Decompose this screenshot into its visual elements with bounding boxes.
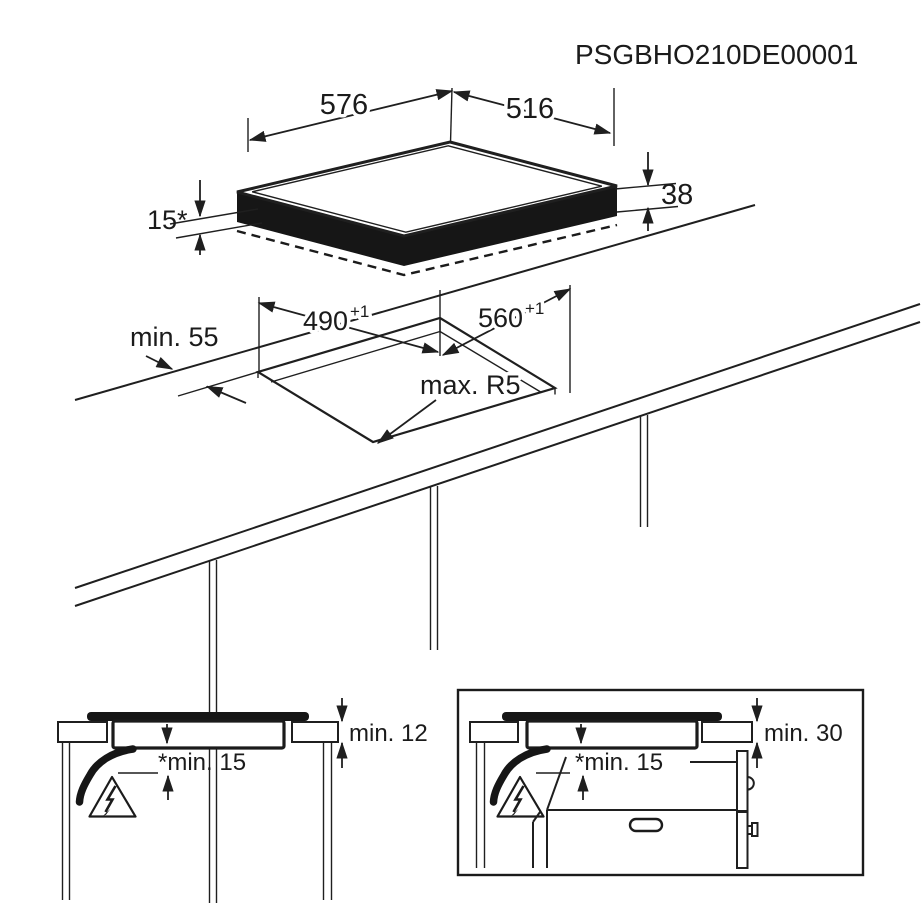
hob-glass-section (87, 712, 309, 721)
power-cable (489, 745, 551, 806)
worktop-right-block (701, 721, 753, 743)
dimension-hob-width: 576 (247, 86, 454, 152)
cut-width-tolerance: +1 (525, 299, 544, 318)
dimension-ventilation-clearance: *min. 15 (118, 749, 246, 800)
worktop-left-block (469, 721, 519, 743)
dimension-cut-depth: 490 +1 (257, 299, 440, 354)
worktop-right-block (291, 721, 339, 743)
cut-depth-tolerance: +1 (350, 302, 369, 321)
hob-glass-section (502, 712, 722, 721)
hob-body-section (525, 719, 699, 750)
hob-glass-inner-rim (252, 145, 602, 233)
edge-clearance-label: min. 55 (130, 322, 219, 352)
table-leg (322, 742, 333, 900)
power-cable (75, 745, 137, 806)
ventilation-clearance-label: *min. 15 (158, 749, 246, 776)
worktop-left-block (57, 721, 108, 743)
oven-handle (628, 817, 664, 833)
product-code: PSGBHO210DE00001 (575, 39, 858, 70)
high-voltage-warning-icon (88, 775, 137, 818)
oven-knob (751, 822, 759, 837)
dimension-edge-clearance: min. 55 (127, 319, 247, 404)
oven-drawing (532, 750, 759, 869)
worktop-leg (639, 415, 649, 527)
high-voltage-warning-icon (496, 775, 545, 818)
worktop-front-bottom-edge (74, 321, 921, 607)
hob-rim-height-label: 15* (147, 205, 188, 235)
hob-depth-label: 516 (506, 93, 554, 125)
hob-height-label: 38 (661, 179, 693, 211)
worktop-section-view: min. 12 *min. 15 (57, 698, 428, 900)
hob-body-right-face (404, 186, 617, 266)
hob-hidden-edge (236, 223, 618, 277)
hob-body-left-face (237, 192, 404, 266)
corner-radius-label: max. R5 (420, 370, 521, 400)
worktop-front-top-edge (74, 303, 921, 589)
worktop-leg (429, 486, 439, 650)
worktop-thickness-label: min. 12 (349, 720, 428, 747)
dimension-corner-radius: max. R5 (376, 367, 524, 444)
cut-depth-label: 490 (303, 306, 348, 336)
top-clearance-label: min. 30 (764, 720, 843, 747)
dimension-top-clearance: min. 30 (751, 698, 843, 768)
oven-side-panel (736, 750, 749, 812)
ventilation-clearance-label: *min. 15 (575, 749, 663, 776)
oven-hinge-bump (747, 776, 755, 791)
table-leg (61, 742, 71, 900)
witness-line (177, 371, 259, 397)
hob-body-section (111, 719, 286, 750)
dimension-hob-rim-height: 15* (147, 180, 263, 255)
oven-side-panel (736, 811, 749, 869)
hob-width-label: 576 (320, 89, 368, 121)
oven-section-view: min. 30 *min. 15 (456, 688, 865, 877)
dimension-ventilation-clearance: *min. 15 (536, 749, 737, 800)
table-leg (475, 742, 486, 868)
worktop-cutout-view: 490 +1 560 +1 max. R5 min. 55 (74, 204, 921, 903)
dimension-cut-width: 560 +1 (441, 288, 572, 356)
cut-width-label: 560 (478, 303, 523, 333)
dimension-hob-depth: 516 (452, 88, 615, 146)
hob-isometric-view: 576 516 15* 38 (147, 86, 693, 277)
dimension-hob-height: 38 (614, 152, 693, 231)
dimension-worktop-thickness: min. 12 (336, 698, 428, 768)
